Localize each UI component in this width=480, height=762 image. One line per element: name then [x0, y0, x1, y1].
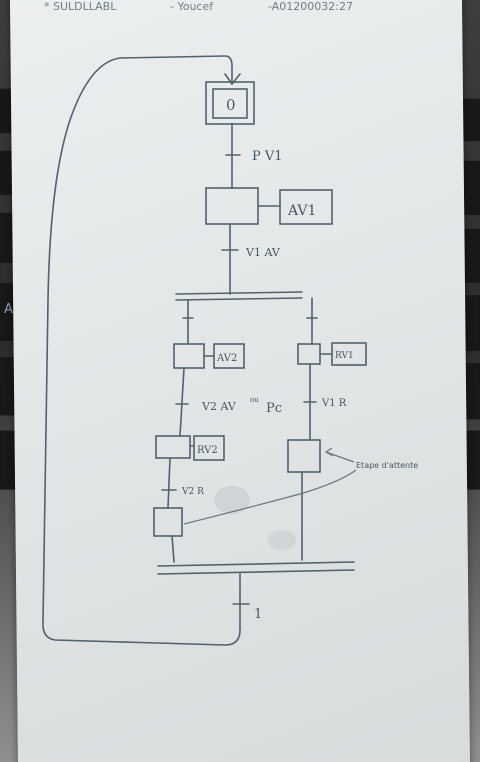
initial-step-label: 0 [226, 96, 236, 114]
wait-note-arrow [325, 451, 355, 463]
initial-step-outer [205, 81, 255, 125]
initial-step-inner [212, 88, 248, 119]
step-3-box [155, 435, 191, 459]
left-branch-link-d [171, 535, 175, 563]
step-1-box [205, 187, 259, 225]
left-branch-link-b [179, 367, 185, 437]
transition-t2-label-a: V2 AV [201, 400, 237, 413]
step-5-action-label: RV1 [335, 351, 354, 361]
and-divergence-bar-bottom [175, 297, 303, 301]
header-note-1: * SULDLLABL [44, 0, 117, 13]
step-4-box [153, 507, 183, 537]
transition-t0-label: P V1 [252, 149, 283, 164]
header-note-2: - Youcef [170, 0, 214, 13]
transition-t5-label: V1 R [321, 398, 347, 409]
and-convergence-bar-bottom [157, 569, 355, 575]
and-divergence-bar-top [175, 291, 303, 295]
step-1-action-label: AV1 [287, 203, 316, 219]
loop-arrowhead [224, 73, 241, 86]
wait-step-box [287, 439, 321, 473]
left-branch-link-c [167, 457, 171, 509]
paper-smudge [214, 486, 250, 514]
step-2-box [173, 343, 205, 369]
step-5-action-box [331, 342, 367, 366]
wait-note-curve [183, 469, 357, 525]
key-a-label: A [4, 302, 13, 317]
paper-smudge [268, 530, 296, 550]
transition-t3-label: V2 R [181, 487, 204, 497]
step-5-box [297, 343, 321, 365]
and-convergence-bar-top [157, 561, 355, 567]
header-note-3: -A01200032:27 [268, 0, 353, 13]
wait-note-arrowhead [324, 447, 334, 457]
step-1-action-box [279, 189, 333, 225]
loop-back-line [42, 55, 241, 646]
step-2-action-label: AV2 [216, 353, 237, 364]
transition-t1-label: V1 AV [245, 246, 281, 259]
transition-t2-label-or: ou [250, 396, 259, 404]
step-2-action-box [213, 343, 245, 369]
final-transition-label: 1 [254, 607, 262, 622]
step-3-action-label: RV2 [197, 445, 218, 456]
wait-step-note: Etape d'attente [356, 461, 418, 470]
transition-t2-label-b: Pc [266, 401, 282, 416]
step-3-action-box [193, 435, 225, 461]
